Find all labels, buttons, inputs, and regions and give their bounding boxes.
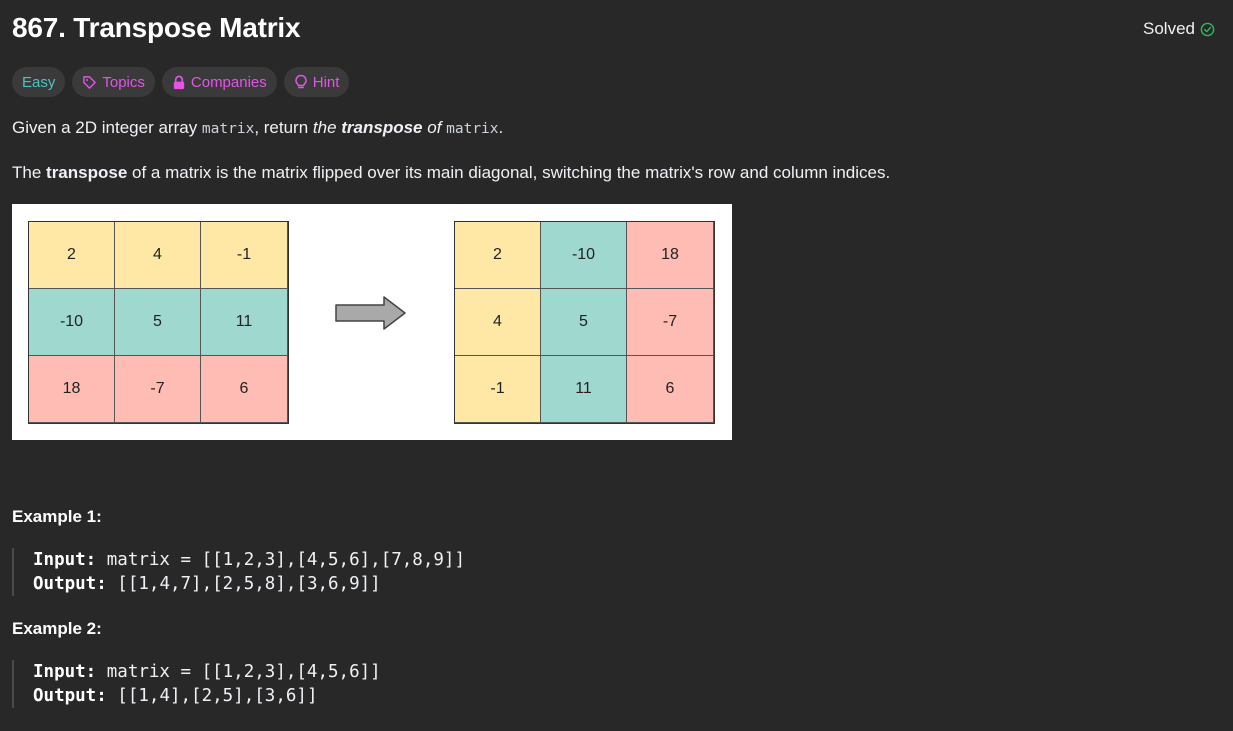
matrix-cell: 4 <box>455 289 541 356</box>
lightbulb-icon <box>295 74 307 89</box>
hint-label: Hint <box>312 73 340 91</box>
lock-icon <box>173 75 185 89</box>
description-paragraph-1: Given a 2D integer array matrix, return … <box>12 118 503 138</box>
matrix-cell: -1 <box>201 222 288 289</box>
matrix-cell: 5 <box>541 289 627 356</box>
matrix-cell: -7 <box>115 356 201 423</box>
example-2-title: Example 2: <box>12 619 102 638</box>
matrix-cell: 6 <box>627 356 714 423</box>
output-value: [[1,4,7],[2,5,8],[3,6,9]] <box>106 574 381 594</box>
example-2-block: Input: matrix = [[1,2,3],[4,5,6]] Output… <box>12 660 381 708</box>
transpose-illustration: 2 4 -1 -10 5 11 18 -7 6 2 -10 18 4 5 -7 … <box>12 204 732 440</box>
topics-label: Topics <box>102 73 145 91</box>
solved-label: Solved <box>1143 19 1195 38</box>
example-1-block: Input: matrix = [[1,2,3],[4,5,6],[7,8,9]… <box>12 548 465 596</box>
input-value: matrix = [[1,2,3],[4,5,6],[7,8,9]] <box>96 550 465 570</box>
topics-button[interactable]: Topics <box>72 67 155 97</box>
matrix-cell: -1 <box>455 356 541 423</box>
matrix-cell: -10 <box>29 289 115 356</box>
transposed-matrix: 2 -10 18 4 5 -7 -1 11 6 <box>454 221 715 424</box>
example-2-output: Output: [[1,4],[2,5],[3,6]] <box>33 684 381 708</box>
output-label: Output: <box>33 574 107 594</box>
desc-bold: transpose <box>46 163 128 182</box>
description-paragraph-2: The transpose of a matrix is the matrix … <box>12 163 890 183</box>
problem-title: 867. Transpose Matrix <box>12 12 301 43</box>
desc-text: of a matrix is the matrix flipped over i… <box>127 163 891 182</box>
desc-text: . <box>498 118 504 137</box>
tag-bar: Easy Topics Companies Hint <box>12 67 350 97</box>
input-label: Input: <box>33 550 97 570</box>
example-1-title: Example 1: <box>12 507 102 526</box>
matrix-cell: 2 <box>29 222 115 289</box>
difficulty-badge[interactable]: Easy <box>12 67 66 97</box>
example-2-input: Input: matrix = [[1,2,3],[4,5,6]] <box>33 660 381 684</box>
desc-italic: the <box>312 118 342 137</box>
companies-button[interactable]: Companies <box>161 67 277 97</box>
desc-text: The <box>12 163 47 182</box>
matrix-cell: 2 <box>455 222 541 289</box>
matrix-cell: 11 <box>201 289 288 356</box>
output-value: [[1,4],[2,5],[3,6]] <box>106 686 318 706</box>
hint-button[interactable]: Hint <box>283 67 350 97</box>
code-matrix: matrix <box>201 121 255 137</box>
companies-label: Companies <box>190 73 267 91</box>
matrix-cell: 5 <box>115 289 201 356</box>
tag-icon <box>83 75 97 89</box>
matrix-cell: -10 <box>541 222 627 289</box>
code-matrix: matrix <box>446 121 499 137</box>
desc-text: Given a 2D integer array <box>12 118 202 137</box>
matrix-cell: 4 <box>115 222 201 289</box>
input-label: Input: <box>33 662 97 682</box>
arrow-right-icon <box>335 296 406 330</box>
matrix-cell: -7 <box>627 289 714 356</box>
desc-bold-italic: transpose <box>341 118 423 137</box>
original-matrix: 2 4 -1 -10 5 11 18 -7 6 <box>28 221 289 424</box>
solved-status: Solved <box>1143 19 1215 39</box>
matrix-cell: 6 <box>201 356 288 423</box>
input-value: matrix = [[1,2,3],[4,5,6]] <box>96 662 381 682</box>
desc-italic: of <box>422 118 447 137</box>
matrix-cell: 18 <box>29 356 115 423</box>
difficulty-label: Easy <box>22 73 56 91</box>
example-1-input: Input: matrix = [[1,2,3],[4,5,6],[7,8,9]… <box>33 548 465 572</box>
output-label: Output: <box>33 686 107 706</box>
desc-text: , return <box>254 118 313 137</box>
check-circle-icon <box>1200 22 1215 36</box>
matrix-cell: 11 <box>541 356 627 423</box>
example-1-output: Output: [[1,4,7],[2,5,8],[3,6,9]] <box>33 572 465 596</box>
matrix-cell: 18 <box>627 222 714 289</box>
